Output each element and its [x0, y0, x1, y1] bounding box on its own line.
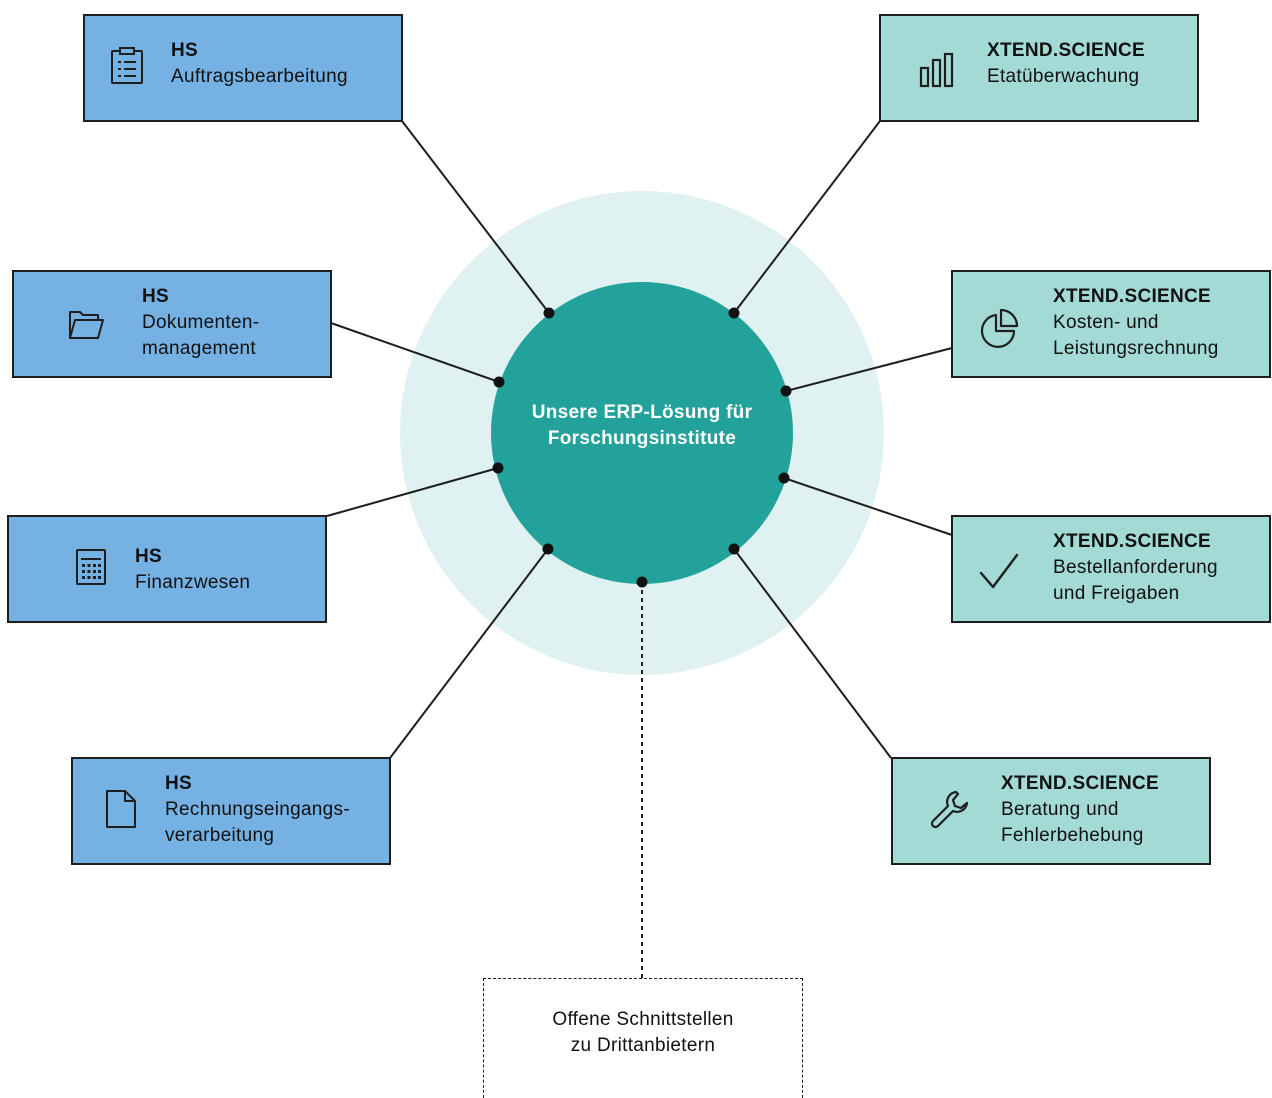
connection-dot: [636, 576, 648, 588]
module-box-beratung-fehlerbehebung: XTEND.SCIENCE Beratung und Fehlerbehebun…: [891, 757, 1211, 865]
connector-line: [783, 477, 953, 536]
module-label: Dokumenten- management: [142, 312, 260, 359]
connection-dot: [728, 543, 740, 555]
module-brand: XTEND.SCIENCE: [1001, 773, 1160, 794]
module-label: Finanzwesen: [135, 572, 251, 593]
connector-line: [733, 120, 881, 314]
module-brand: XTEND.SCIENCE: [987, 40, 1146, 61]
module-box-kosten-leistungsrechnung: XTEND.SCIENCE Kosten- und Leistungsrechn…: [951, 270, 1271, 378]
core-label: Unsere ERP-Lösung für Forschungsinstitut…: [531, 402, 753, 449]
connection-dot: [542, 543, 554, 555]
checkmark-icon: [979, 551, 1019, 591]
module-brand: HS: [135, 546, 162, 567]
module-box-finanzwesen: HS Finanzwesen: [7, 515, 327, 623]
connector-line: [785, 347, 953, 392]
calculator-icon: [71, 547, 111, 587]
module-label: Rechnungseingangs- verarbeitung: [165, 799, 350, 846]
pie-chart-icon: [979, 308, 1019, 348]
connector-line: [401, 120, 550, 314]
connection-dot: [778, 472, 790, 484]
module-box-bestellanforderung: XTEND.SCIENCE Bestellanforderung und Fre…: [951, 515, 1271, 623]
module-label: Kosten- und Leistungsrechnung: [1053, 312, 1219, 359]
wrench-icon: [929, 789, 969, 829]
module-label: Etatüberwachung: [987, 66, 1140, 87]
module-brand: XTEND.SCIENCE: [1053, 286, 1212, 307]
module-brand: HS: [142, 286, 169, 307]
connector-line: [733, 548, 892, 759]
module-brand: HS: [165, 773, 192, 794]
external-interfaces-label: Offene Schnittstellen zu Drittanbietern: [552, 1009, 734, 1056]
connector-line: [326, 467, 499, 517]
module-box-dokumentenmanagement: HS Dokumenten- management: [12, 270, 332, 378]
folder-icon: [66, 304, 106, 344]
clipboard-icon: [107, 46, 147, 86]
connection-dot: [493, 376, 505, 388]
module-box-etatueberwachung: XTEND.SCIENCE Etatüberwachung: [879, 14, 1199, 122]
connection-dot: [728, 307, 740, 319]
document-icon: [101, 789, 141, 829]
core-circle: [491, 282, 793, 584]
external-interfaces-box: Offene Schnittstellen zu Drittanbietern: [483, 978, 803, 1098]
connector-line: [330, 322, 500, 383]
connector-line: [389, 548, 549, 759]
module-box-rechnungseingangsverarbeitung: HS Rechnungseingangs- verarbeitung: [71, 757, 391, 865]
module-label: Bestellanforderung und Freigaben: [1053, 557, 1218, 604]
connection-dot: [543, 307, 555, 319]
module-label: Auftragsbearbeitung: [171, 66, 348, 87]
module-label: Beratung und Fehlerbehebung: [1001, 799, 1144, 846]
connection-dot: [492, 462, 504, 474]
module-brand: XTEND.SCIENCE: [1053, 531, 1212, 552]
connection-dot: [780, 385, 792, 397]
bar-chart-icon: [917, 50, 957, 90]
module-brand: HS: [171, 40, 198, 61]
module-box-auftragsbearbeitung: HS Auftragsbearbeitung: [83, 14, 403, 122]
